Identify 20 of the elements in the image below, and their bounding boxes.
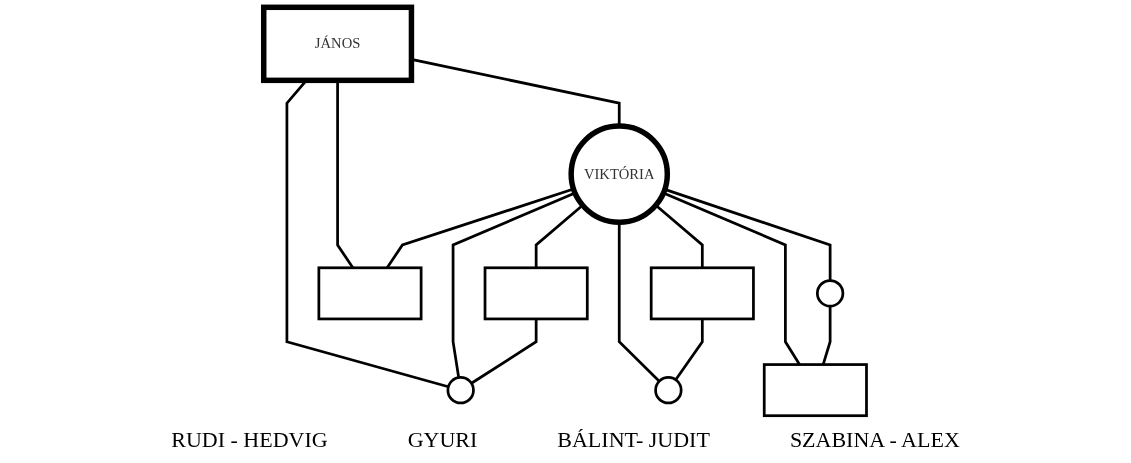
node-box — [317, 266, 423, 321]
node-box — [484, 266, 590, 321]
name-label: RUDI - HEDVIG — [171, 427, 328, 453]
connector — [618, 222, 661, 383]
node-circle — [446, 376, 476, 405]
connector — [655, 204, 705, 268]
connector — [822, 306, 832, 365]
connector — [471, 318, 538, 385]
node-box — [763, 363, 869, 418]
name-label: GYURI — [407, 427, 478, 453]
name-label: BÁLINT- JUDIT — [557, 427, 710, 453]
connector — [535, 204, 584, 268]
name-label: SZABINA - ALEX — [789, 427, 960, 453]
connector — [452, 191, 576, 378]
node-circle — [816, 279, 845, 308]
node-circle: VIKTÓRIA — [568, 123, 671, 225]
node-box: JÁNOS — [261, 4, 415, 84]
connector — [675, 318, 705, 381]
node-box — [650, 266, 756, 321]
node-circle — [654, 376, 683, 405]
